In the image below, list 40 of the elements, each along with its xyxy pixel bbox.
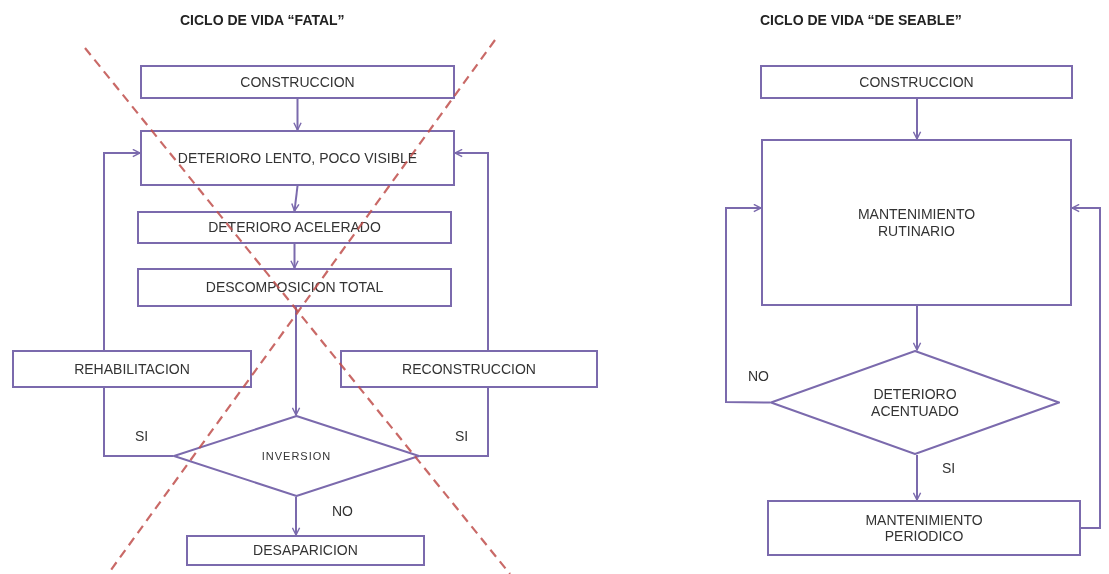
process-box: [137, 211, 452, 244]
edge-label: NO: [330, 503, 355, 519]
process-box: [767, 500, 1081, 556]
node-text: INVERSION: [260, 449, 333, 463]
node-text: DESAPARICION: [252, 542, 359, 559]
arrow: [291, 496, 301, 536]
arrow: [103, 148, 141, 351]
arrow: [912, 454, 922, 501]
edge-label: NO: [746, 368, 771, 384]
node-text: REHABILITACION: [73, 360, 191, 378]
heading: CICLO DE VIDA “FATAL”: [180, 12, 345, 28]
arrow: [912, 305, 922, 351]
process-box: [761, 139, 1072, 306]
process-box: [12, 350, 252, 388]
arrow: [291, 185, 300, 212]
process-box: [137, 268, 452, 307]
node-text: DETERIORO ACENTUADO: [870, 386, 960, 419]
heading: CICLO DE VIDA “DE SEABLE”: [760, 12, 962, 28]
arrow: [454, 148, 489, 351]
decision-diamond: [173, 415, 420, 497]
node-text: CONSTRUCCION: [858, 73, 975, 91]
node-text: DETERIORO ACELERADO: [207, 219, 382, 236]
arrow: [912, 98, 922, 140]
node-text: CONSTRUCCION: [239, 73, 356, 91]
node-text: DETERIORO LENTO, POCO VISIBLE: [176, 149, 419, 167]
arrow: [293, 98, 302, 131]
node-text: MANTENIMIENTO PERIODICO: [864, 511, 984, 545]
process-box: [140, 65, 455, 99]
process-box: [186, 535, 425, 566]
process-box: [340, 350, 598, 388]
arrow: [1071, 203, 1101, 529]
process-box: [140, 130, 455, 186]
arrow: [291, 306, 301, 416]
arrow: [725, 203, 771, 404]
arrow: [290, 243, 299, 269]
node-text: RECONSTRUCCION: [401, 360, 537, 378]
decision-diamond: [770, 350, 1060, 455]
process-box: [760, 65, 1073, 99]
node-text: DESCOMPOSICION TOTAL: [204, 279, 385, 296]
node-text: MANTENIMIENTO RUTINARIO: [856, 206, 977, 239]
